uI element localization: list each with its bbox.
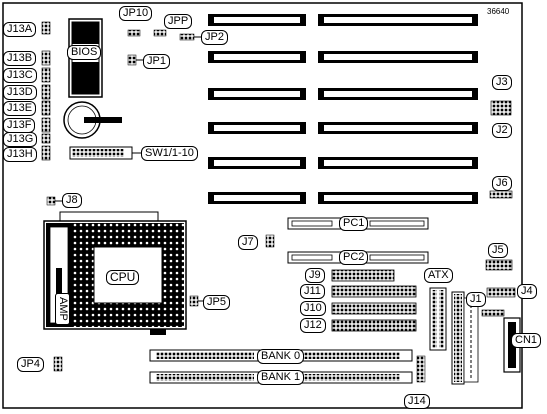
bank0-label: BANK 0 — [257, 349, 305, 364]
jp2-jumper — [179, 33, 195, 41]
bios-label: BIOS — [67, 45, 102, 60]
jp4-header — [53, 356, 63, 372]
jp10-label: JP10 — [119, 6, 153, 21]
jp5-label: JP5 — [203, 295, 230, 310]
jp1-label: JP1 — [143, 54, 170, 69]
j4-lower — [481, 309, 505, 317]
j13d-label: J13D — [3, 85, 37, 100]
jpp-label: JPP — [164, 14, 193, 29]
jp10-jumper — [127, 29, 141, 37]
jp5-header — [189, 295, 199, 307]
j13h-label: J13H — [3, 147, 37, 162]
isa-slots — [208, 14, 478, 204]
j14-label: J14 — [404, 394, 430, 409]
sw1-label: SW1/1-10 — [141, 146, 198, 161]
battery — [63, 101, 122, 139]
j13g-label: J13G — [3, 132, 38, 147]
j5-label: J5 — [488, 243, 508, 258]
j6-label: J6 — [492, 176, 512, 191]
jp1-jumper — [127, 54, 137, 66]
j9-label: J9 — [305, 268, 325, 283]
j13f-label: J13F — [3, 118, 36, 133]
board-outline — [2, 2, 523, 409]
cn1-label: CN1 — [511, 333, 542, 348]
jp2-label: JP2 — [201, 30, 228, 45]
j2-label: J2 — [492, 123, 512, 138]
bank1-label: BANK 1 — [257, 370, 305, 385]
j13c-label: J13C — [3, 68, 37, 83]
jpp-jumper — [153, 29, 167, 37]
sw1-dip-switch — [69, 146, 142, 160]
j13-headers — [41, 21, 51, 161]
amp-label: AMP — [55, 293, 70, 325]
j12-label: J12 — [300, 318, 326, 333]
j4-label: J4 — [517, 284, 537, 299]
j8-header — [46, 196, 56, 206]
j6-header — [489, 190, 513, 199]
j13e-label: J13E — [3, 101, 37, 116]
io-headers — [331, 269, 417, 332]
j5-header — [485, 259, 513, 271]
j13a-label: J13A — [3, 22, 37, 37]
atx-label: ATX — [424, 268, 453, 283]
j8-label: J8 — [62, 193, 82, 208]
jp4-label: JP4 — [17, 357, 44, 372]
cpu-label: CPU — [106, 270, 140, 285]
j10-label: J10 — [300, 301, 326, 316]
pc2-label: PC2 — [339, 250, 369, 265]
j7-label: J7 — [238, 235, 258, 250]
figure-id: 36640 — [487, 7, 510, 16]
j11-label: J11 — [300, 284, 325, 299]
j4-header — [486, 287, 516, 298]
j13b-label: J13B — [3, 51, 37, 66]
j14-header — [416, 355, 426, 383]
pc1-label: PC1 — [339, 216, 369, 231]
j7-header — [265, 234, 275, 248]
j3-header — [490, 100, 512, 116]
j1-label: J1 — [466, 292, 486, 307]
j3-label: J3 — [492, 75, 512, 90]
atx-power-connector — [429, 287, 447, 351]
j1-connector — [451, 291, 479, 385]
